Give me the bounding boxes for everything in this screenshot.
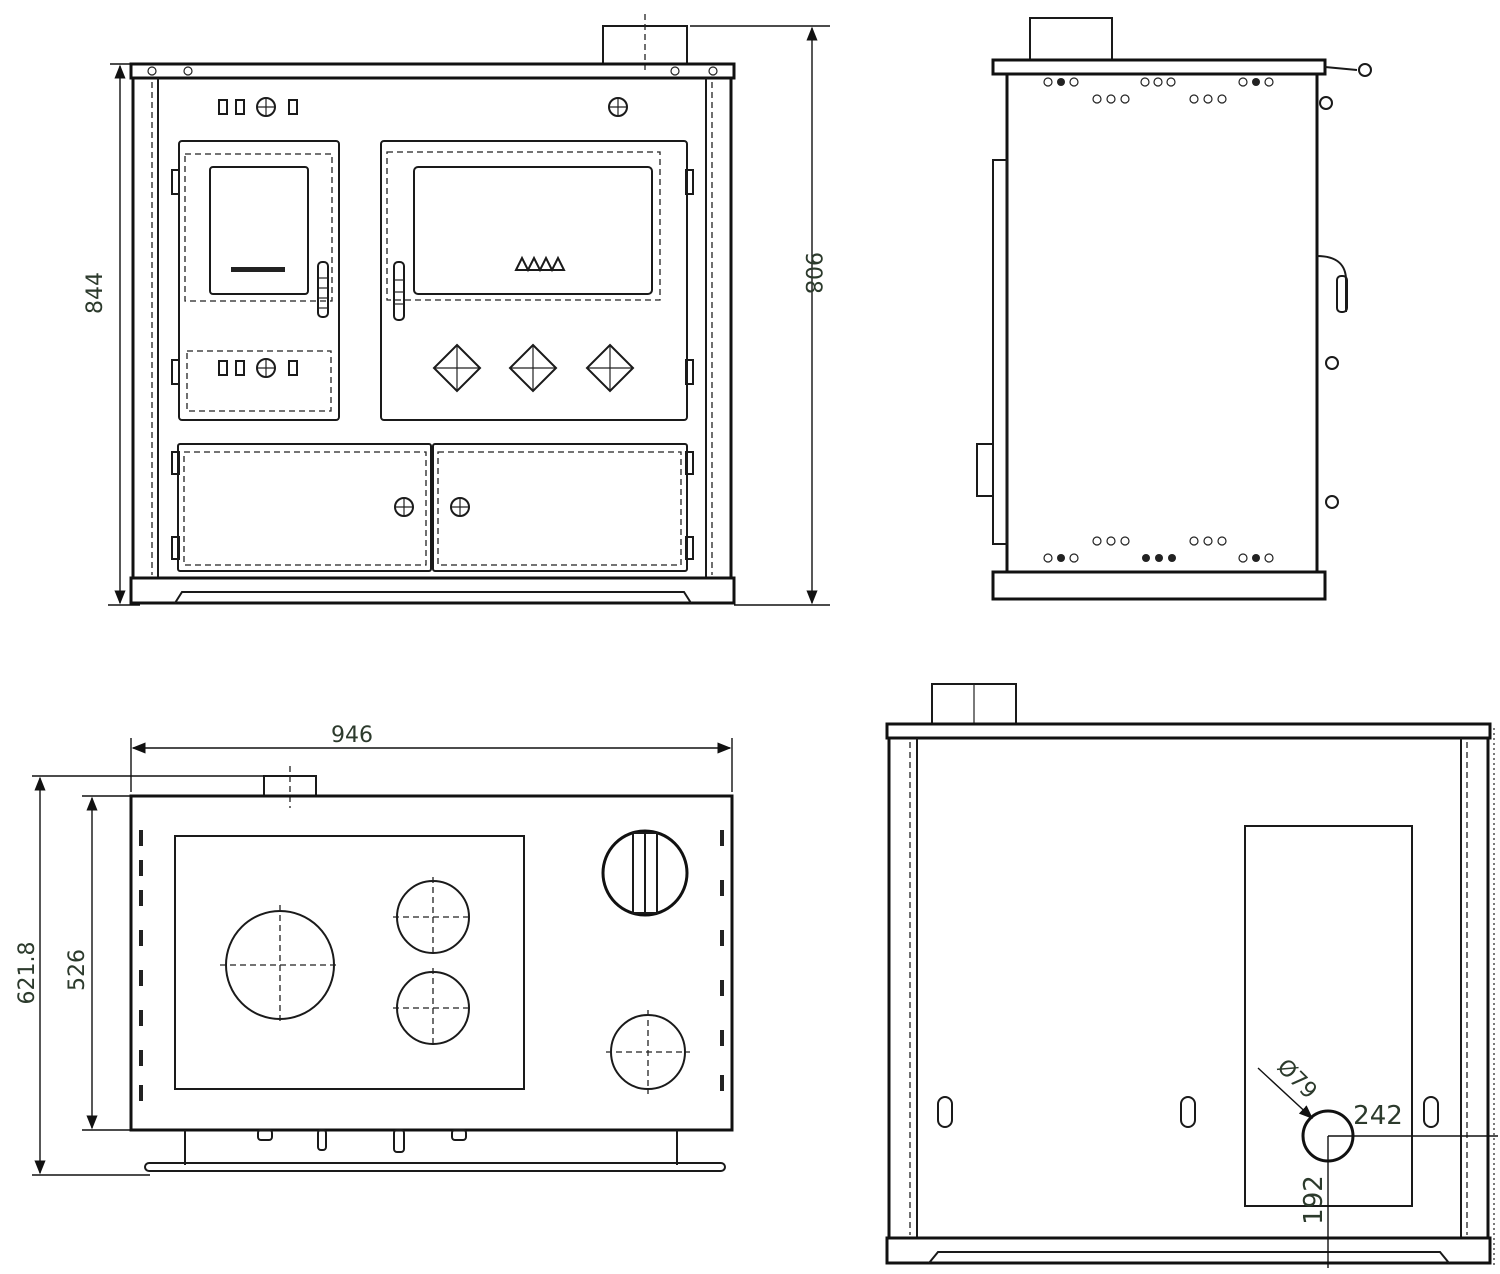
oven-ornament-3: [585, 343, 635, 393]
dim-242: 242: [1353, 1101, 1403, 1131]
dim-flue-diameter: Ø79: [1272, 1055, 1322, 1105]
top-view: [32, 738, 734, 1176]
oven-ornament-1: [432, 343, 482, 393]
top-view-vents-left: [139, 830, 143, 1101]
side-rivets-top: [1043, 77, 1274, 104]
side-rivets-bottom: [1043, 536, 1274, 563]
dim-192: 192: [1299, 1175, 1329, 1225]
dim-526: 526: [65, 949, 90, 991]
dim-908: 908: [800, 252, 825, 294]
oven-ornament-2: [508, 343, 558, 393]
dim-844: 844: [83, 272, 108, 314]
dim-946: 946: [331, 723, 373, 748]
rear-view: [885, 683, 1498, 1268]
dim-621-8: 621.8: [15, 942, 40, 1005]
top-view-vents-right: [720, 830, 724, 1091]
side-view: [976, 17, 1372, 601]
front-view: [108, 14, 830, 606]
